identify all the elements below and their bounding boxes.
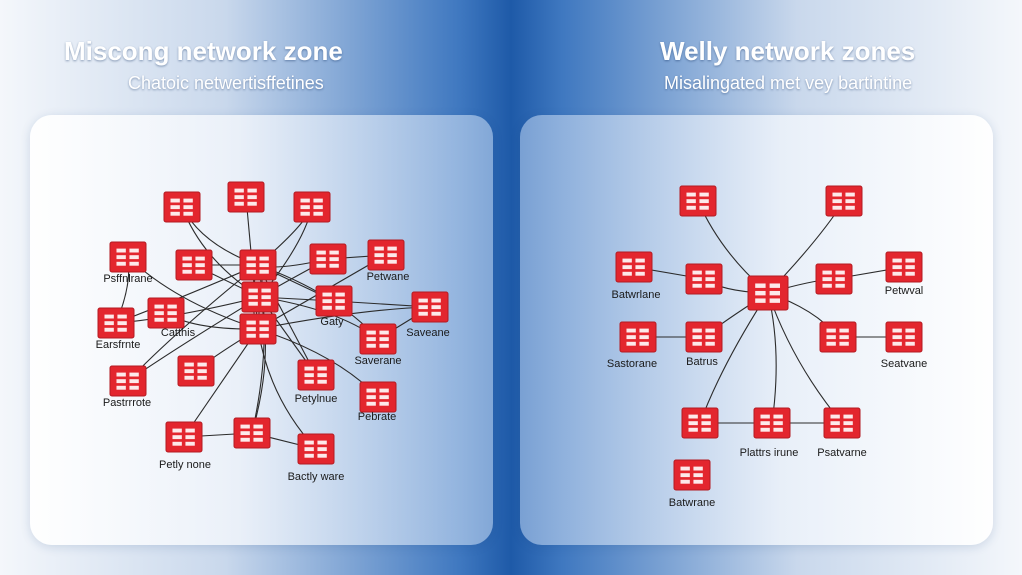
left-subtitle: Chatoic netwertisffetines bbox=[128, 73, 324, 93]
server-node bbox=[175, 249, 213, 281]
server-node bbox=[147, 297, 185, 329]
server-node bbox=[239, 313, 277, 345]
chaotic-network-panel: Psffnlrane Catthis Earsfrnte Pastrrrote … bbox=[30, 115, 493, 545]
server-node bbox=[359, 381, 397, 413]
server-node bbox=[619, 321, 657, 353]
server-node bbox=[825, 185, 863, 217]
server-node bbox=[241, 281, 279, 313]
server-node bbox=[293, 191, 331, 223]
server-node bbox=[673, 459, 711, 491]
node-label: Saveane bbox=[406, 327, 450, 339]
node-label: Pastrrrote bbox=[102, 397, 152, 409]
node-label: Sastorane bbox=[606, 358, 658, 370]
node-label: Petylnue bbox=[294, 393, 338, 405]
server-node bbox=[239, 249, 277, 281]
left-title: Miscong network zone bbox=[64, 36, 343, 66]
structured-network-panel: Batwrlane Sastorane Batrus Petwval Seatv… bbox=[520, 115, 993, 545]
node-label: Pebrate bbox=[357, 411, 397, 423]
server-node bbox=[885, 251, 923, 283]
server-node bbox=[885, 321, 923, 353]
server-node bbox=[297, 359, 335, 391]
right-subtitle: Misalingated met vey bartintine bbox=[664, 73, 913, 93]
server-node bbox=[309, 243, 347, 275]
server-node bbox=[823, 407, 861, 439]
node-label: Gaty bbox=[320, 316, 344, 328]
server-node bbox=[815, 263, 853, 295]
node-label: Bactly ware bbox=[287, 471, 345, 483]
node-label: Earsfrnte bbox=[95, 339, 141, 351]
node-label: Saverane bbox=[354, 355, 402, 367]
server-node bbox=[109, 365, 147, 397]
server-node bbox=[97, 307, 135, 339]
node-label: Psffnlrane bbox=[103, 273, 153, 285]
node-label: Seatvane bbox=[880, 358, 928, 370]
server-node bbox=[163, 191, 201, 223]
node-label: Psatvarne bbox=[817, 447, 867, 459]
chaotic-network-diagram bbox=[97, 181, 449, 465]
server-node bbox=[297, 433, 335, 465]
node-label: Petwval bbox=[884, 285, 924, 297]
server-node bbox=[233, 417, 271, 449]
server-node bbox=[747, 275, 789, 311]
server-node bbox=[615, 251, 653, 283]
node-label: Petly none bbox=[159, 459, 211, 471]
server-node bbox=[359, 323, 397, 355]
server-node bbox=[109, 241, 147, 273]
server-node bbox=[679, 185, 717, 217]
server-node bbox=[165, 421, 203, 453]
right-title: Welly network zones bbox=[660, 36, 916, 66]
server-node bbox=[315, 285, 353, 317]
node-label: Batrus bbox=[686, 356, 718, 368]
node-label: Petwane bbox=[366, 271, 410, 283]
server-node bbox=[681, 407, 719, 439]
server-node bbox=[227, 181, 265, 213]
node-label: Batwrane bbox=[668, 497, 716, 509]
structured-network-diagram bbox=[615, 185, 923, 491]
server-node bbox=[367, 239, 405, 271]
server-node bbox=[177, 355, 215, 387]
server-node bbox=[753, 407, 791, 439]
node-label: Plattrs irune bbox=[739, 447, 799, 459]
server-node bbox=[411, 291, 449, 323]
node-label: Catthis bbox=[160, 327, 196, 339]
node-label: Batwrlane bbox=[611, 289, 661, 301]
server-node bbox=[819, 321, 857, 353]
connection-line bbox=[767, 292, 843, 424]
server-node bbox=[685, 263, 723, 295]
server-node bbox=[685, 321, 723, 353]
